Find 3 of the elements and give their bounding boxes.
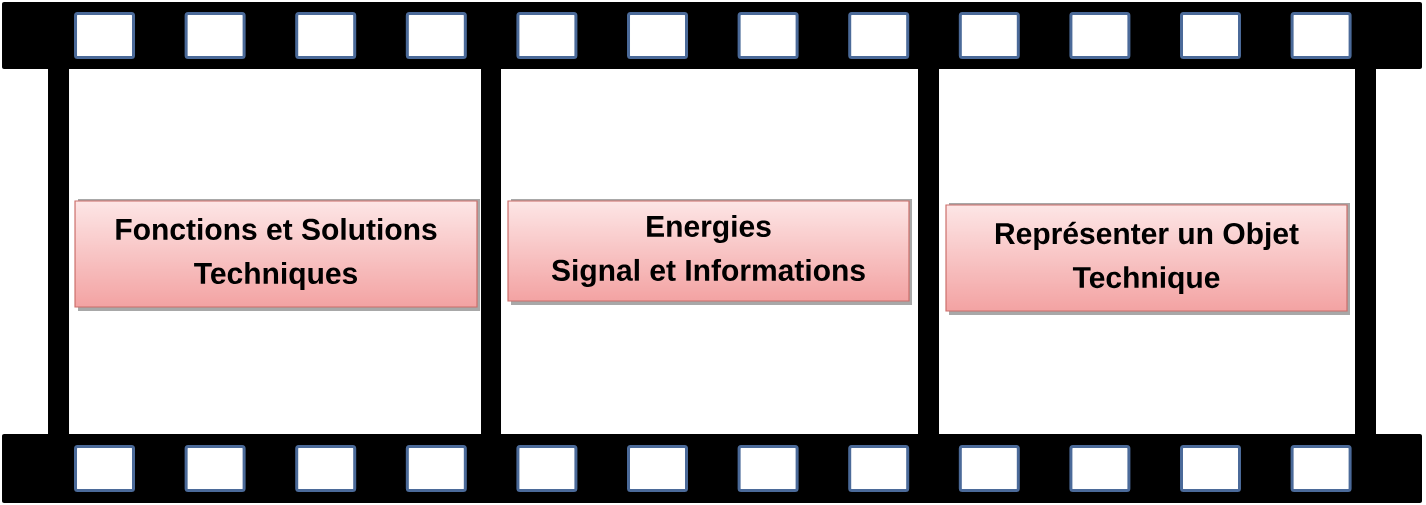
topic-box: Représenter un Objet Technique <box>945 203 1350 315</box>
topic-box: Fonctions et Solutions Techniques <box>74 199 480 311</box>
topic-box: Energies Signal et Informations <box>507 199 912 305</box>
